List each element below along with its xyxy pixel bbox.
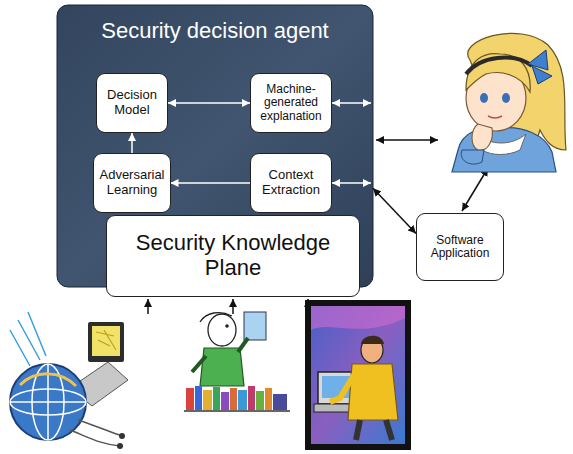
connector-arrow: [373, 188, 416, 233]
user-illustration-part: [472, 124, 492, 150]
user-illustration-part: [466, 58, 532, 74]
network-illustration-part: [10, 312, 46, 366]
analyst-illustration-part: [238, 390, 247, 410]
user-illustration-part: [502, 93, 510, 103]
explanation-out-arrow: [332, 102, 371, 104]
network-illustration-part: [70, 420, 122, 446]
network-illustration-part: [20, 374, 76, 386]
analyst-illustration-part: [265, 388, 272, 410]
user-illustration-part: [461, 150, 484, 164]
analyst-illustration: [184, 312, 290, 411]
user-illustration-part: [528, 50, 548, 70]
agent-container: Security decision agentDecision Model Mac…: [57, 5, 373, 287]
network-illustration-part: [96, 330, 116, 350]
user-illustration-part: [480, 93, 488, 103]
analyst-illustration-part: [195, 386, 202, 410]
analyst-illustration-part: [186, 388, 194, 410]
network-illustration-part: [117, 443, 123, 449]
analyst-illustration-part: [230, 388, 237, 410]
connector-arrow: [168, 102, 250, 104]
analyst-illustration-part: [256, 391, 264, 410]
process-box: Decision Model: [96, 73, 168, 133]
agent-background-rect: [57, 5, 373, 287]
operator-illustration-part: [330, 372, 356, 402]
user-illustration-part: [452, 128, 556, 172]
analyst-illustration-part: [213, 387, 220, 410]
network-illustration-part: [10, 364, 86, 440]
process-box: Adversarial Learning: [93, 153, 170, 213]
analyst-illustration-part: [238, 338, 248, 352]
network-illustration: [10, 312, 128, 449]
analyst-illustration-part: [184, 410, 290, 412]
analyst-illustration-part: [203, 390, 212, 410]
operator-illustration-part: [311, 306, 405, 444]
context-out-arrow: [332, 182, 371, 184]
user-illustration: [452, 33, 566, 172]
network-illustration-part: [119, 433, 125, 439]
box-label: Adversarial Learning: [98, 168, 165, 197]
user-illustration-part: [488, 116, 502, 118]
analyst-illustration-part: [208, 314, 236, 346]
box-label: Machine-generated explanation: [255, 83, 327, 123]
container-title: Security decision agent: [101, 19, 328, 44]
process-box: Context Extraction: [250, 153, 332, 213]
network-illustration-part: [88, 322, 124, 362]
analyst-illustration-part: [200, 348, 244, 386]
analyst-illustration-part: [244, 312, 266, 340]
analyst-illustration-part: [192, 356, 206, 372]
operator-illustration-part: [305, 300, 411, 450]
analyst-illustration-part: [273, 394, 287, 410]
operator-illustration-part: [311, 306, 405, 330]
user-illustration-part: [532, 66, 552, 84]
input-arrow: [147, 299, 149, 314]
user-app-arrow: [462, 168, 488, 211]
analyst-illustration-part: [200, 313, 232, 322]
input-arrow: [232, 299, 234, 314]
application-box: Software Application: [416, 213, 504, 281]
connector-arrow: [171, 182, 250, 184]
box-label: Decision Model: [101, 88, 163, 117]
knowledge-plane-box: Security Knowledge Plane: [106, 215, 360, 297]
box-label: Software Application: [421, 234, 499, 261]
operator-illustration: [305, 300, 411, 450]
box-label: Security Knowledge Plane: [111, 231, 355, 280]
analyst-illustration-part: [225, 324, 229, 328]
connector-arrow: [131, 133, 133, 153]
network-illustration-part: [47, 364, 49, 440]
operator-illustration-part: [356, 420, 392, 440]
analyst-illustration-part: [221, 392, 229, 410]
box-label: Context Extraction: [255, 168, 327, 197]
operator-illustration-part: [361, 336, 384, 344]
user-arrow: [376, 139, 438, 141]
analyst-illustration-part: [248, 386, 255, 410]
process-box: Machine-generated explanation: [250, 73, 332, 133]
network-illustration-part: [92, 326, 120, 356]
agent-background: [57, 5, 373, 287]
